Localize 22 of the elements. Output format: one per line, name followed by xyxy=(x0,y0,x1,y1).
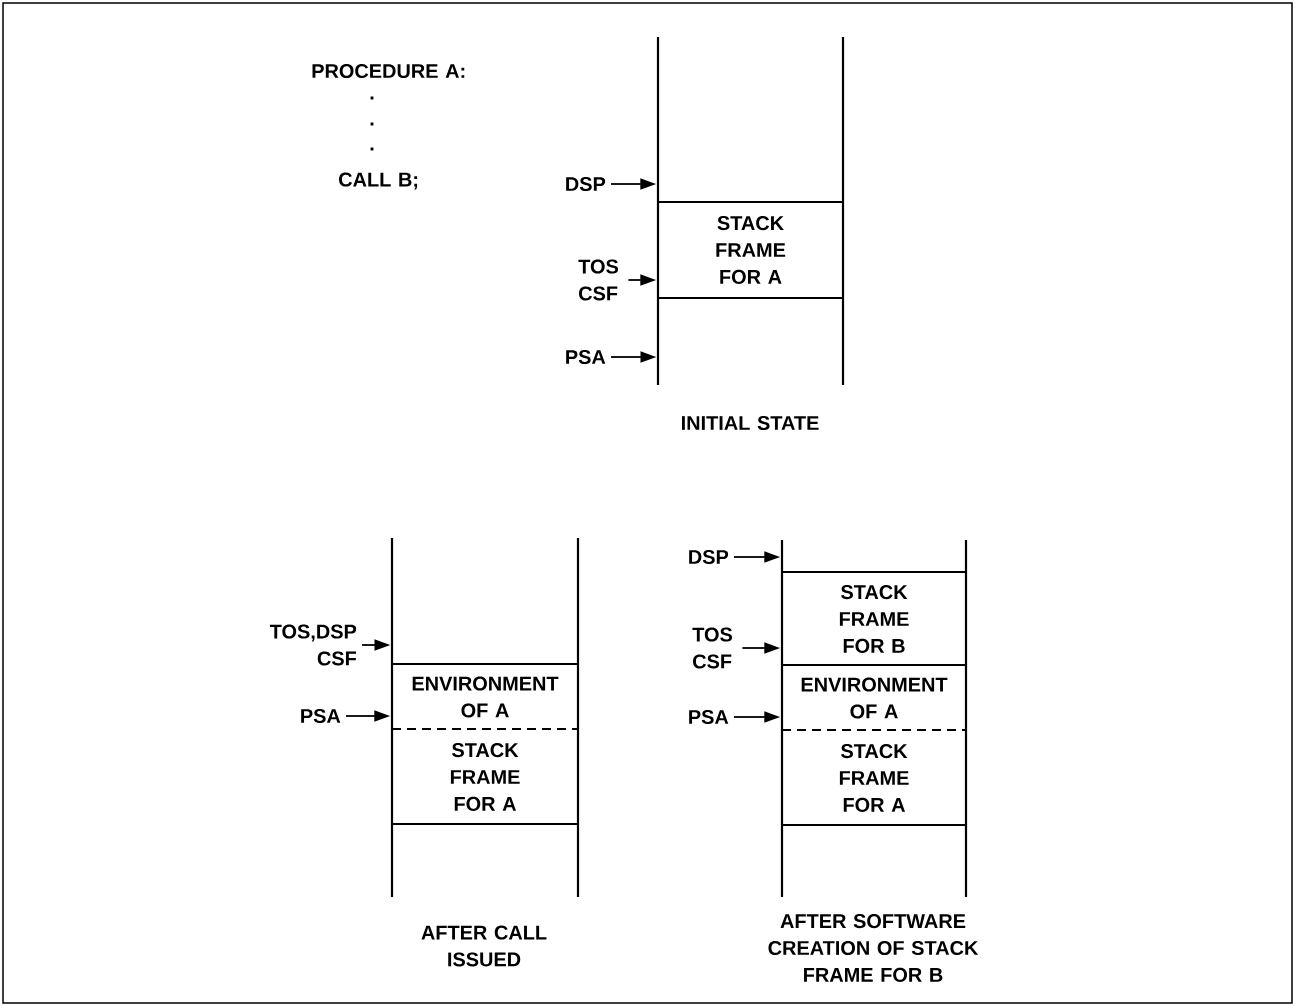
pointer-label: PSA xyxy=(566,349,606,365)
state-caption: INITIAL STATE xyxy=(681,415,819,431)
stack-frame: STACK FRAME FOR A xyxy=(657,201,844,299)
stack-frame: ENVIRONMENT OF A xyxy=(391,663,579,730)
pointer-label: DSP xyxy=(566,176,606,192)
code-line: CALL B; xyxy=(339,172,418,190)
pointer-label: TOS CSF xyxy=(692,627,733,669)
ellipsis-dot: . xyxy=(370,122,374,126)
pointer-label: TOS,DSP CSF xyxy=(269,624,357,666)
stack-frame: STACK FRAME FOR A xyxy=(781,744,967,826)
stack-frame: ENVIRONMENT OF A xyxy=(781,677,967,731)
state-caption: AFTER CALL ISSUED xyxy=(421,925,547,967)
pointer-label: PSA xyxy=(689,709,729,725)
stack-frame: STACK FRAME FOR A xyxy=(391,743,579,825)
state-caption: AFTER SOFTWARE CREATION OF STACK FRAME FOR B xyxy=(768,914,979,982)
pointer-label: TOS CSF xyxy=(578,259,619,301)
ellipsis-dot: . xyxy=(370,147,374,151)
ellipsis-dot: . xyxy=(370,96,374,100)
code-line: PROCEDURE A: xyxy=(312,63,465,79)
stack-frame: STACK FRAME FOR B xyxy=(781,571,967,666)
pointer-label: PSA xyxy=(301,708,341,724)
pointer-label: DSP xyxy=(689,549,729,565)
